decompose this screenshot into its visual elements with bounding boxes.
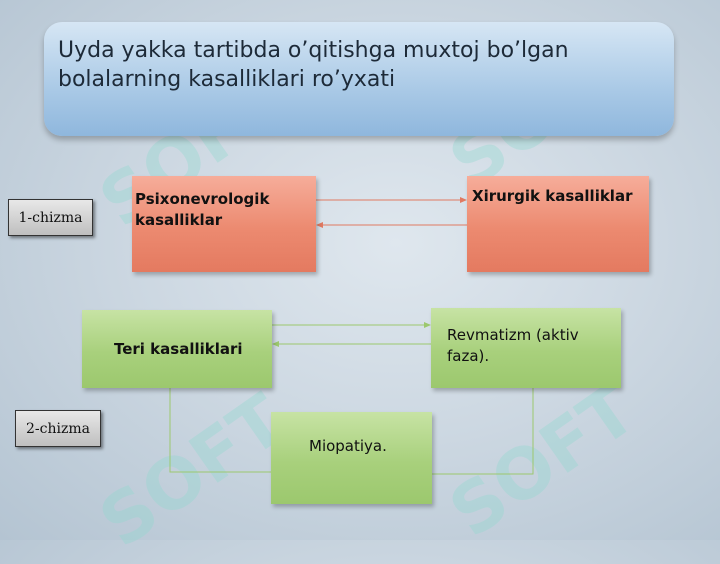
- connector-revmatizm-to-miopatiya: [432, 388, 534, 475]
- title-box: [44, 22, 674, 136]
- slide-title: Uyda yakka tartibda o’qitishga muxtoj bo…: [58, 38, 569, 92]
- miopatiya-box: [271, 412, 432, 504]
- revmatizm-box: [431, 308, 621, 388]
- arrowhead-left: [272, 341, 279, 347]
- chizma-label-1: 1-chizma: [8, 199, 93, 236]
- miopatiya-label: Miopatiya.: [309, 437, 387, 455]
- revmatizm-label: Revmatizm (aktiv faza).: [447, 326, 579, 365]
- connector-layer: [169, 197, 534, 475]
- chizma-label-2: 2-chizma: [15, 410, 101, 447]
- psixonevrologik-label: Psixonevrologik kasalliklar: [135, 190, 270, 229]
- arrowhead-right: [460, 197, 467, 203]
- connector-teri-to-miopatiya: [169, 388, 271, 473]
- arrowhead-right: [424, 322, 431, 328]
- teri-box: [82, 310, 272, 388]
- xirurgik-box: [467, 176, 649, 272]
- xirurgik-label: Xirurgik kasalliklar: [472, 187, 633, 205]
- psixonevrologik-box: [132, 176, 316, 272]
- teri-label: Teri kasalliklari: [114, 340, 243, 358]
- arrowhead-left: [316, 222, 323, 228]
